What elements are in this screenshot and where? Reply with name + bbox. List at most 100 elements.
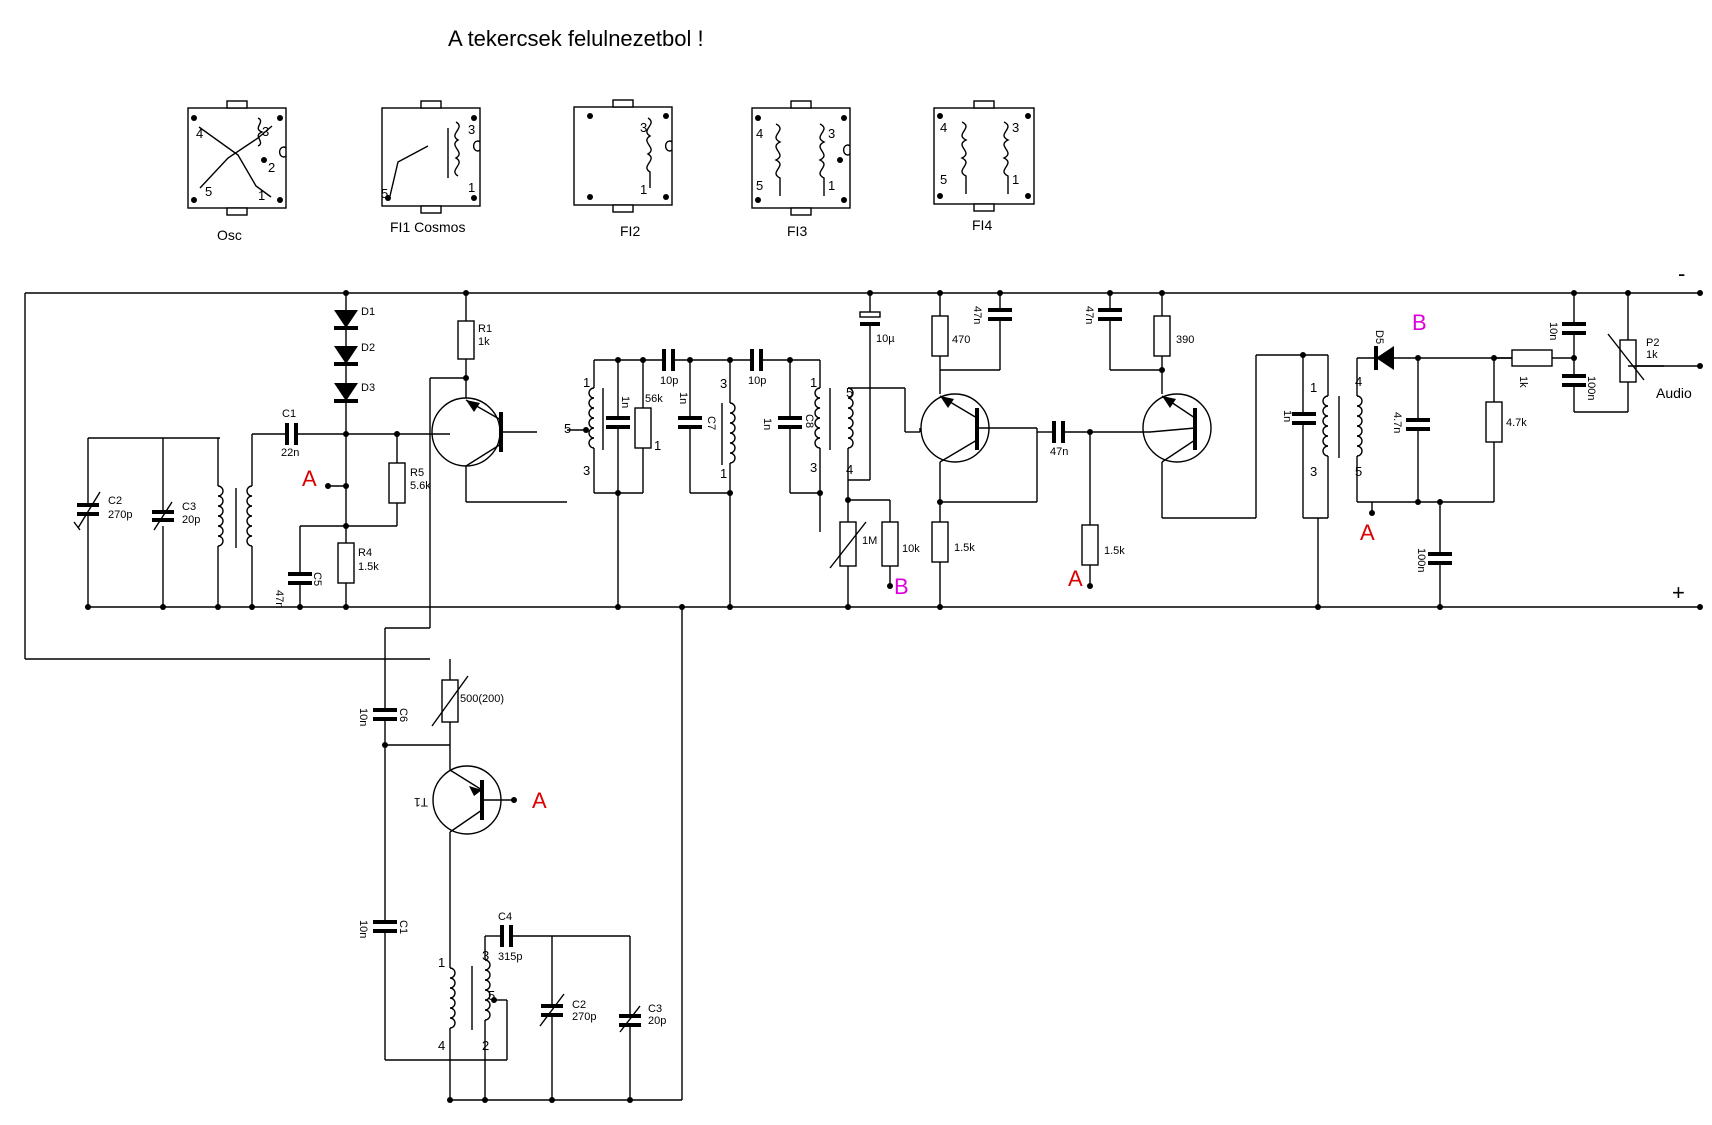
r4-label: R4 [358,547,372,559]
c2-label: C2 [108,495,122,507]
fi4-pin-1: 1 [1012,172,1019,187]
osc-sch-pin-5: 5 [488,988,495,1003]
if3-pin-5: 5 [846,385,853,400]
if1-cap-value: 1n [619,396,631,408]
osc-pin-5: 5 [205,184,212,199]
r10k-value: 10k [902,543,920,555]
fi3-pin-1: 1 [828,178,835,193]
fi1-pin-1: 1 [468,180,475,195]
c1-value: 22n [281,447,299,459]
osc-sch-pin-1: 1 [438,955,445,970]
fi1-pin-5: 5 [381,186,388,201]
r1m-value: 1M [862,535,877,547]
if2-stage: 1n C7 3 1 10p [677,349,820,610]
c7-value: 1n [677,392,689,404]
marker-a-4: A [532,788,547,813]
r56k-value: 56k [645,393,663,405]
coil-fi1: 3 5 1 FI1 Cosmos [381,100,481,235]
coil-label-osc: Osc [217,227,242,243]
supply-rails: - + [24,261,1703,660]
r5-value: 5.6k [410,480,431,492]
fi2-pin-3: 3 [640,120,647,135]
r1-5k-a-value: 1.5k [954,542,975,554]
c3b-label: C3 [648,1003,662,1015]
c1b-label: C1 [397,920,409,934]
oscillator: 10n C6 500(200) T1 A 10n C1 [357,604,685,1103]
c4-label: C4 [498,911,512,923]
fi2-pin-1: 1 [640,182,647,197]
marker-b-2: B [1412,310,1427,335]
marker-a-2: A [1068,566,1083,591]
c47n-a-value: 47n [971,306,983,324]
if1-stage: 1 5 3 1n 56k 1 10p [564,349,730,610]
c3-value: 20p [182,514,200,526]
osc-pin-2: 2 [268,160,275,175]
c5-value: 47n [273,590,285,608]
t1-label: T1 [414,795,428,809]
page-title: A tekercsek felulnezetbol ! [448,26,704,51]
if3-stage: 1n C8 1 3 5 4 10µ [761,290,920,610]
fi4-sch-pin-5: 5 [1355,464,1362,479]
plus-rail-label: + [1672,580,1685,605]
if1-pin-1b: 1 [654,438,661,453]
osc-sch-pin-4: 4 [438,1038,445,1053]
if3-pin-4: 4 [846,462,853,477]
mixer-transistor: R1 1k [385,290,567,629]
r4-value: 1.5k [358,561,379,573]
coil-label-fi2: FI2 [620,223,640,239]
marker-a-3: A [1360,520,1375,545]
marker-b-1: B [894,574,909,599]
c6-value: 10n [357,708,369,726]
fi3-pin-3: 3 [828,126,835,141]
fi4-pin-5: 5 [940,172,947,187]
p2-value: 1k [1646,349,1658,361]
if1-pin-1: 1 [583,375,590,390]
fi4-cap-value: 1n [1281,410,1293,422]
c100n-b-value: 100n [1585,376,1597,400]
coil-osc: 4 3 2 5 1 Osc [187,100,287,243]
fi3-pin-5: 5 [756,178,763,193]
osc-sch-pin-2: 2 [482,1038,489,1053]
c2b-value: 270p [572,1011,596,1023]
coil-label-fi1: FI1 Cosmos [390,219,465,235]
c2b-label: C2 [572,999,586,1011]
r1-label: R1 [478,323,492,335]
c6-label: C6 [397,708,409,722]
c10u-value: 10µ [876,333,895,345]
osc-pin-4: 4 [196,126,203,141]
r1k-value: 1k [1517,376,1529,388]
r470-value: 470 [952,334,970,346]
d5-label: D5 [1373,330,1385,344]
c5-label: C5 [311,572,323,586]
c10n-value: 10n [1547,322,1559,340]
fi3-pin-4: 4 [756,126,763,141]
if2-pin-3: 3 [720,376,727,391]
if-amp-2: 47n 390 [1083,290,1303,519]
c8-value: 1n [761,418,773,430]
fi4-sch-pin-4: 4 [1355,374,1362,389]
r1-5k-b-value: 1.5k [1104,545,1125,557]
coil-fi3: 4 3 5 1 FI3 [751,100,851,239]
osc-sch-pin-3: 3 [482,948,489,963]
coil-label-fi4: FI4 [972,217,992,233]
c4-7n-value: 4.7n [1391,412,1403,433]
fi4-pin-3: 3 [1012,120,1019,135]
c10p-a-value: 10p [660,375,678,387]
trimmer-value: 500(200) [460,693,504,705]
c47n-c-value: 47n [1083,306,1095,324]
if3-pin-3: 3 [810,460,817,475]
r5-label: R5 [410,467,424,479]
d1-label: D1 [361,306,375,318]
c3-label: C3 [182,501,196,513]
coil-fi4: 4 3 5 1 FI4 [933,100,1035,233]
c1b-value: 10n [357,920,369,938]
if-amp-1: 470 47n 1.5k 47n 1.5k A [919,290,1150,610]
d2-label: D2 [361,342,375,354]
audio-output: 1k 10n 100n P2 1k Audio [1494,290,1703,413]
r4-7k-value: 4.7k [1506,417,1527,429]
c100n-a-value: 100n [1415,548,1427,572]
fi4-sch-pin-1: 1 [1310,380,1317,395]
c4-value: 315p [498,951,522,963]
c8-label: C8 [803,414,815,428]
